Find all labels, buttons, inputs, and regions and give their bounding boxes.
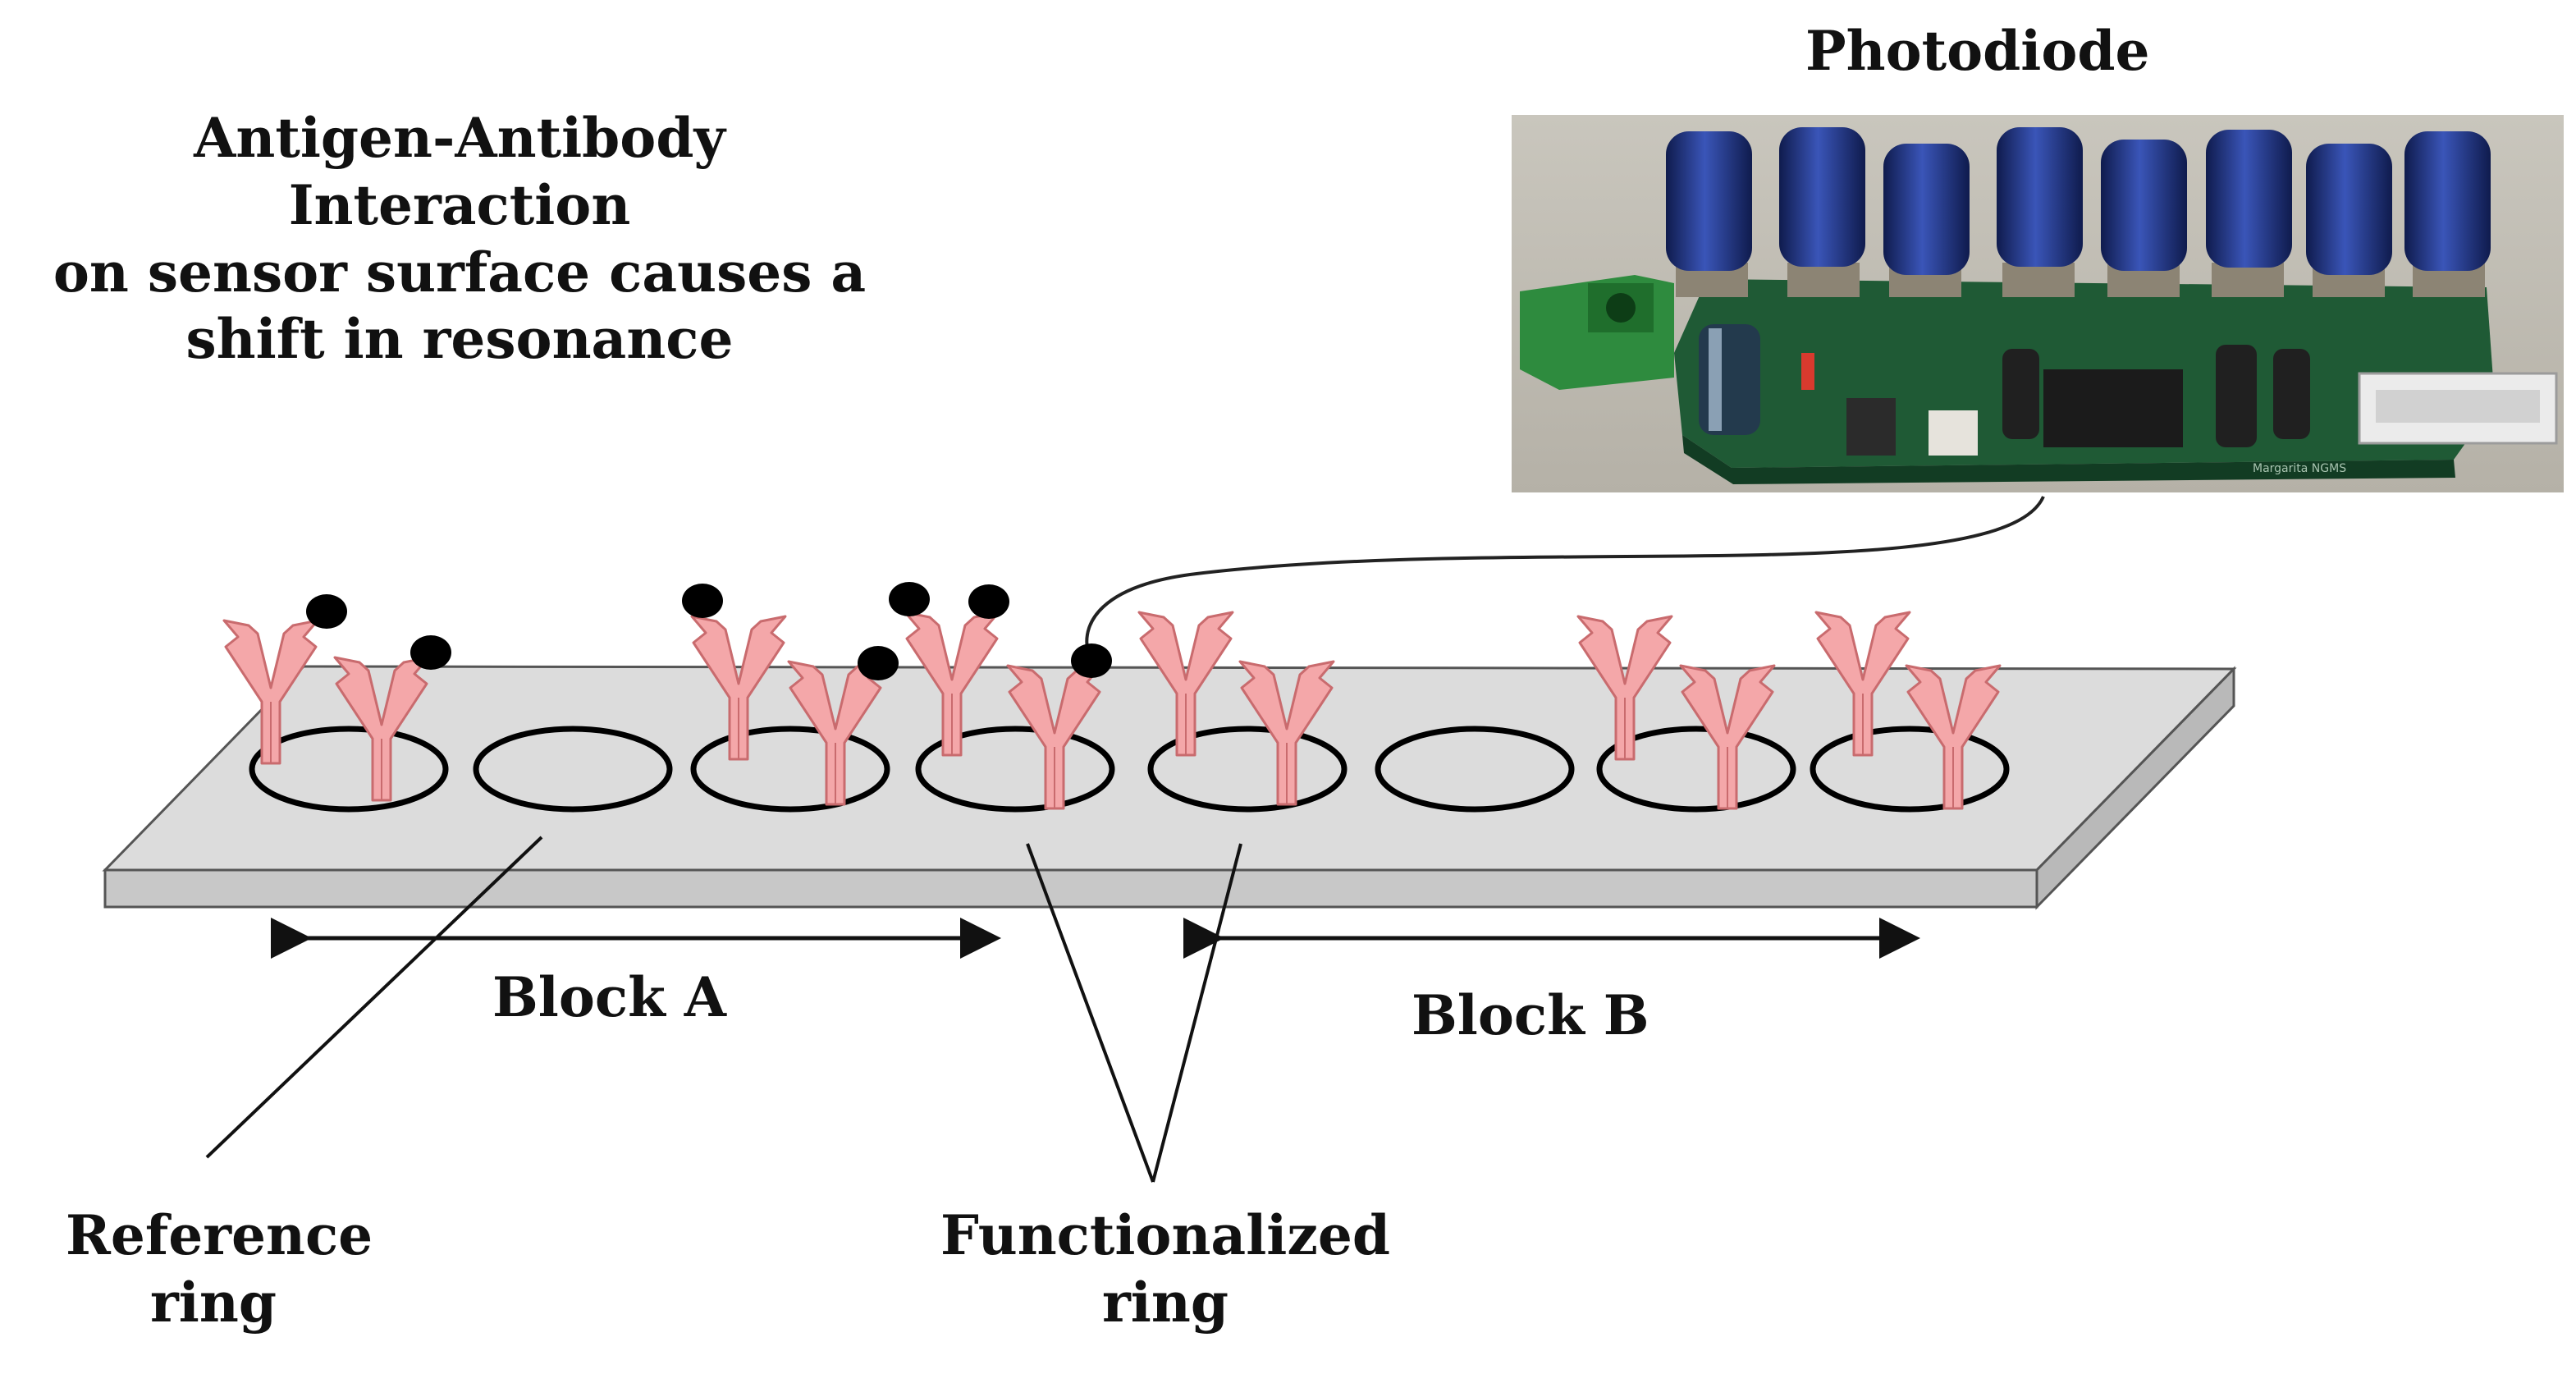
rings (249, 726, 2010, 813)
sensor-cap-1 (1666, 131, 1752, 297)
capacitor-small-2 (2216, 345, 2257, 447)
ring-functionalized (690, 726, 890, 813)
block-b-label: Block B (1412, 983, 1649, 1047)
green-connector (1520, 275, 1674, 390)
functionalized-ring-label: Functionalized ring (936, 1202, 1395, 1337)
photodiode-link-line (1085, 496, 2045, 649)
sensor-cap-3 (1883, 144, 1970, 297)
reference-ring-label-line-1: Reference (66, 1203, 373, 1267)
antigen (1071, 643, 1112, 678)
sensor-cap-8 (2404, 131, 2491, 297)
interaction-caption: Antigen-Antibody Interaction on sensor s… (16, 105, 903, 373)
red-led (1801, 353, 1814, 390)
ring-reference (1375, 726, 1575, 813)
block-a-label: Block A (492, 965, 726, 1029)
sensor-cap-5 (2101, 140, 2187, 297)
regulator-chip (1846, 398, 1896, 456)
caption-line-1: Antigen-Antibody Interaction (194, 106, 725, 237)
capacitor-small-3 (2273, 349, 2310, 439)
functionalized-ring-pointer-1 (1026, 843, 1155, 1183)
board-marking: Margarita NGMS (2253, 462, 2346, 475)
photodiode-sensors (1666, 127, 2491, 297)
ring-functionalized (915, 726, 1115, 813)
trimmer-pot (1929, 410, 1978, 456)
antigens (306, 582, 1112, 680)
capacitor-large (1699, 324, 1760, 435)
antigen (889, 582, 930, 616)
ring-functionalized (249, 726, 449, 813)
ic-chip (2043, 369, 2183, 447)
photodiode-title: Photodiode (1805, 19, 2150, 83)
ring-functionalized (1810, 726, 2010, 813)
sensor-cap-7 (2306, 144, 2392, 297)
pin-header (2358, 372, 2558, 445)
caption-line-3: shift in resonance (185, 307, 734, 372)
functionalized-ring-label-line-1: Functionalized (940, 1203, 1390, 1267)
photodiode-photo: Margarita NGMS (1512, 115, 2564, 492)
ring-functionalized (1147, 726, 1347, 813)
capacitor-small-1 (2002, 349, 2039, 439)
reference-ring-pointer (205, 836, 543, 1159)
antigen (682, 584, 723, 618)
functionalized-ring-pointer-2 (1151, 843, 1242, 1183)
chip-side-face (2035, 666, 2235, 910)
sensor-cap-6 (2206, 130, 2292, 297)
chip-front-face (103, 868, 2038, 909)
sensor-cap-4 (1997, 127, 2083, 297)
functionalized-ring-label-line-2: ring (1102, 1270, 1229, 1335)
antigen (968, 584, 1009, 619)
antigen (858, 646, 899, 680)
sensor-cap-2 (1779, 127, 1865, 297)
reference-ring-label: Reference ring (66, 1202, 373, 1337)
ring-reference (473, 726, 673, 813)
ring-functionalized (1596, 726, 1796, 813)
antigen (410, 635, 451, 670)
antigen (306, 594, 347, 629)
caption-line-2: on sensor surface causes a (53, 240, 867, 305)
reference-ring-label-line-2: ring (150, 1270, 277, 1335)
